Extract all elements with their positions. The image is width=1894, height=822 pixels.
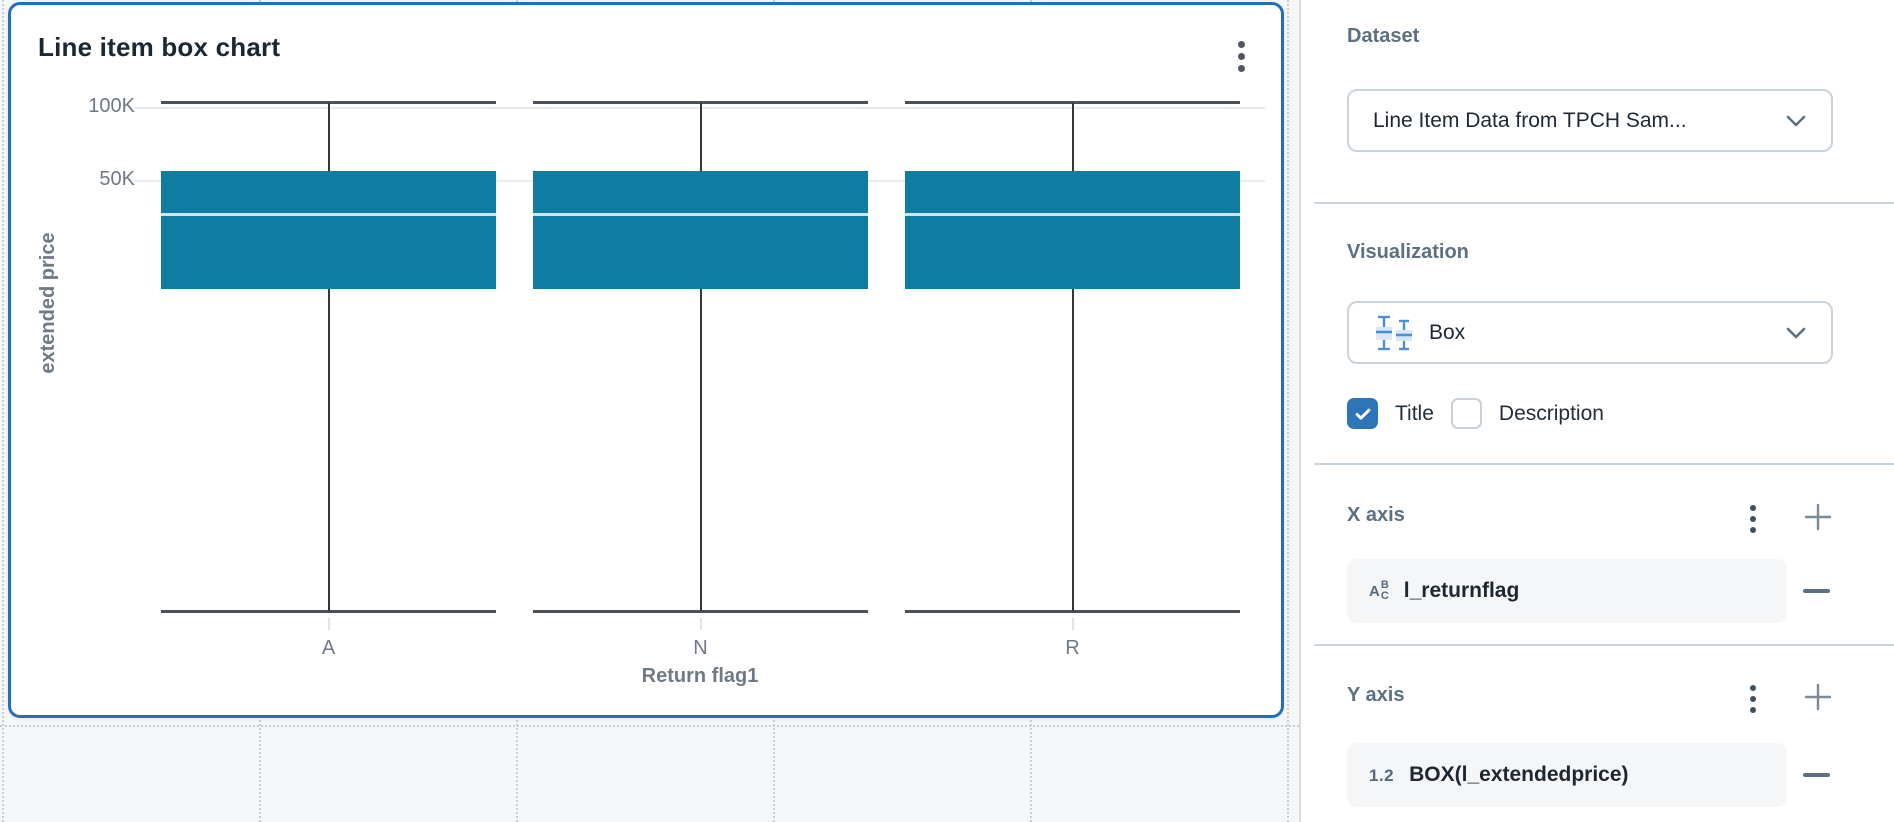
y-axis-kebab-menu-icon[interactable]	[1750, 685, 1756, 713]
description-checkbox[interactable]	[1450, 398, 1482, 429]
x-tick-label: A	[321, 637, 336, 659]
x-axis-title: Return flag1	[641, 665, 759, 687]
whisker-min-cap	[533, 609, 868, 613]
grid-line	[0, 725, 1299, 727]
whisker-upper	[699, 102, 702, 171]
y-axis-section-header: Y axis	[1347, 684, 1405, 706]
x-tick-mark	[699, 618, 702, 631]
whisker-upper	[1071, 102, 1074, 171]
dataset-select[interactable]: Line Item Data from TPCH Sam...	[1347, 89, 1833, 152]
x-tick-label: R	[1065, 637, 1080, 659]
whisker-min-cap	[905, 609, 1240, 613]
iqr-box	[533, 170, 868, 289]
chart-title: Line item box chart	[38, 32, 281, 62]
x-tick-mark	[327, 618, 330, 631]
iqr-box	[905, 170, 1240, 289]
grid-line	[1287, 0, 1289, 822]
whisker-lower	[327, 288, 330, 612]
visualization-select[interactable]: Box	[1347, 301, 1833, 364]
section-divider	[1314, 202, 1894, 204]
dataset-select-value: Line Item Data from TPCH Sam...	[1373, 108, 1687, 132]
section-divider	[1314, 644, 1894, 646]
visualization-select-value: Box	[1429, 320, 1466, 344]
whisker-min-cap	[161, 609, 496, 613]
dataset-section-header: Dataset	[1347, 25, 1420, 47]
whisker-lower	[699, 288, 702, 612]
y-tick-label: 100K	[88, 95, 135, 117]
whisker-upper	[327, 102, 330, 171]
box-plot: extended price Return flag1 100K 50K A N R	[11, 5, 1281, 715]
chart-card[interactable]: Line item box chart extended price Retur…	[8, 2, 1284, 718]
y-axis-title: extended price	[37, 232, 59, 374]
median-line	[161, 212, 496, 216]
description-checkbox-label: Description	[1498, 401, 1604, 425]
whisker-lower	[1071, 288, 1074, 612]
section-divider	[1314, 463, 1894, 465]
box-plot-icon	[1373, 313, 1415, 353]
y-axis-remove-field-button[interactable]	[1803, 773, 1830, 777]
x-tick-mark	[1071, 618, 1074, 631]
kebab-menu-icon[interactable]	[1238, 41, 1245, 72]
grid-line	[2, 0, 4, 822]
y-axis-field-name: BOX(l_extendedprice)	[1409, 763, 1629, 786]
title-description-row: Title Description	[1347, 398, 1604, 429]
settings-panel: Dataset Line Item Data from TPCH Sam... …	[1301, 0, 1894, 822]
x-axis-kebab-menu-icon[interactable]	[1750, 505, 1756, 533]
x-axis-add-field-button[interactable]	[1802, 501, 1834, 538]
median-line	[533, 212, 868, 216]
visualization-section-header: Visualization	[1347, 241, 1469, 263]
panel-divider	[1299, 0, 1301, 822]
title-checkbox-label: Title	[1395, 401, 1434, 425]
number-type-icon: 1.2	[1369, 765, 1395, 785]
x-axis-section-header: X axis	[1347, 504, 1405, 526]
median-line	[905, 212, 1240, 216]
x-tick-label: N	[693, 637, 708, 659]
x-axis-remove-field-button[interactable]	[1803, 589, 1830, 593]
y-axis-add-field-button[interactable]	[1802, 681, 1834, 718]
x-axis-field-name: l_returnflag	[1403, 579, 1520, 602]
iqr-box	[161, 170, 496, 289]
chevron-down-icon	[1785, 326, 1807, 340]
title-checkbox[interactable]	[1347, 398, 1378, 429]
y-tick-label: 50K	[99, 167, 135, 190]
chevron-down-icon	[1785, 114, 1807, 128]
y-axis-field-pill[interactable]: 1.2 BOX(l_extendedprice)	[1347, 743, 1787, 807]
